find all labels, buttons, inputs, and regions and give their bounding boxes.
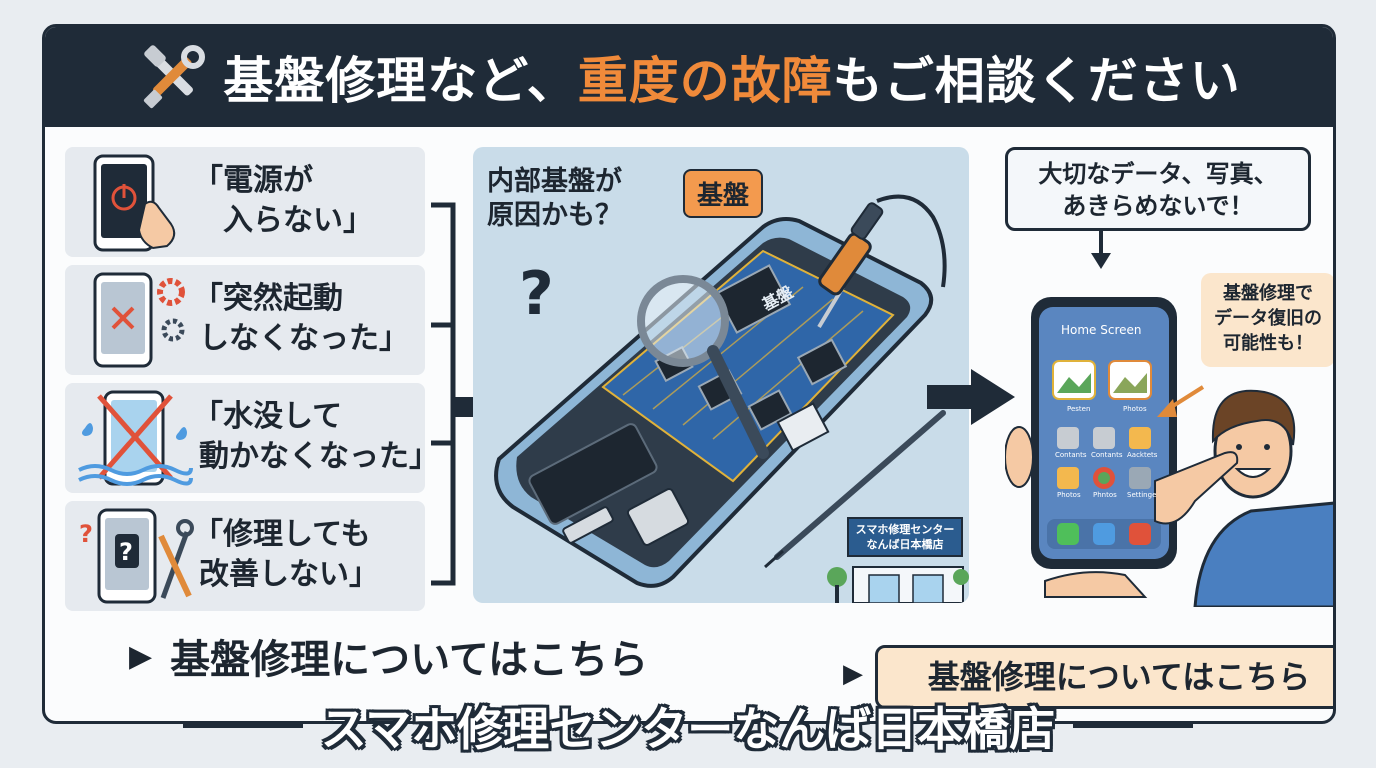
board-tag: 基盤	[683, 169, 764, 218]
app-label: Contants	[1091, 451, 1123, 459]
board-illustration	[494, 194, 969, 603]
board-question-text: 内部基盤が原因かも？	[487, 166, 622, 231]
power-phone-icon	[93, 154, 176, 252]
footer: スマホ修理センターなんば日本橋店	[0, 694, 1376, 758]
header-banner: 基盤修理など、重度の故障もご相談ください	[45, 27, 1333, 127]
shop-name: スマホ修理センターなんば日本橋店	[320, 702, 1056, 756]
symptom-item: ? ? 「修理しても改善しない」	[65, 501, 425, 611]
error-gear-phone-icon	[93, 272, 185, 368]
app-label: Contants	[1055, 451, 1087, 459]
speech-bubble: 大切なデータ、写真、あきらめないで！	[1005, 147, 1311, 231]
app-label: Photos	[1123, 405, 1147, 413]
cta-link[interactable]: ▶ 基盤修理についてはこちら	[129, 627, 648, 685]
water-damage-phone-icon	[78, 390, 193, 486]
title-highlight: 重度の故障	[577, 52, 833, 110]
svg-text:?: ?	[79, 520, 93, 548]
symptom-text: 「突然起動しなくなった」	[193, 281, 409, 356]
board-illustration-panel: 内部基盤が原因かも？ 基盤 ? 基盤 スマホ修理センターなんば日本橋店	[473, 147, 969, 603]
data-recovery-panel: 大切なデータ、写真、あきらめないで！	[1005, 147, 1333, 607]
question-mark-icon: ?	[519, 259, 554, 329]
symptom-item: 「電源が入らない」	[65, 147, 425, 257]
question-phone-icon: ? ?	[79, 508, 194, 604]
arrow-right-icon	[927, 369, 1015, 425]
footer-divider	[182, 724, 303, 728]
symptom-item: 「水没して動かなくなった」	[65, 383, 439, 493]
app-label: Phntos	[1093, 491, 1117, 499]
app-label: Settinge	[1127, 491, 1157, 499]
footer-divider	[1073, 724, 1194, 728]
phone-screen-title: Home Screen	[1061, 323, 1142, 337]
recovery-note: 基盤修理でデータ復旧の可能性も！	[1201, 273, 1333, 367]
triangle-right-icon: ▶	[843, 659, 863, 689]
symptom-text: 「水没して動かなくなった」	[193, 399, 439, 474]
symptom-list: 「電源が入らない」 「突然起動しなくなった」	[65, 147, 439, 611]
symptom-text: 「修理しても改善しない」	[193, 517, 379, 592]
tools-icon	[144, 45, 206, 109]
phone-person-illustration	[1005, 231, 1333, 607]
svg-text:?: ?	[119, 538, 133, 566]
app-label: Pesten	[1067, 405, 1091, 413]
shop-sign: スマホ修理センターなんば日本橋店	[847, 517, 963, 557]
app-label: Aacktets	[1127, 451, 1158, 459]
cta-button[interactable]: 基盤修理についてはこちら	[875, 645, 1333, 709]
symptom-text: 「電源が入らない」	[193, 163, 373, 238]
cta-link-text: 基盤修理についてはこちら	[170, 637, 649, 683]
triangle-right-icon: ▶	[129, 638, 153, 674]
symptom-item: 「突然起動しなくなった」	[65, 265, 425, 375]
page-title: 基盤修理など、重度の故障もご相談ください	[223, 52, 1241, 110]
main-card: 基盤修理など、重度の故障もご相談ください 「電源が入らない」 「突然起動	[42, 24, 1336, 724]
app-label: Photos	[1057, 491, 1081, 499]
